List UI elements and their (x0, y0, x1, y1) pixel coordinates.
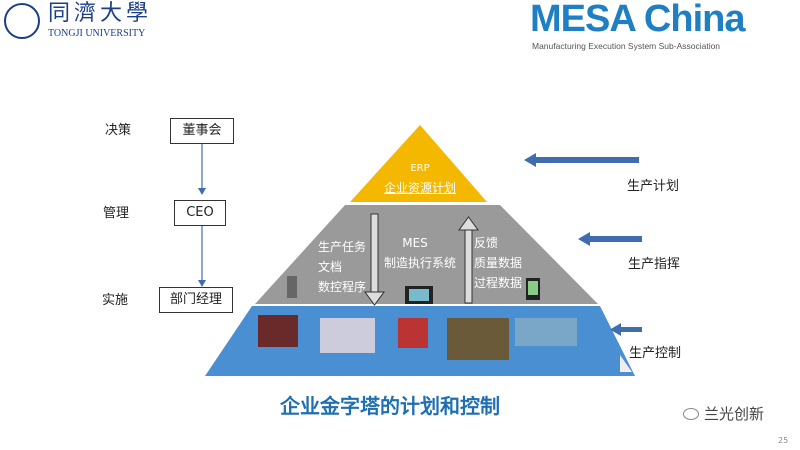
slide-caption: 企业金字塔的计划和控制 (280, 394, 500, 418)
downstream-item-3: 数控程序 (318, 280, 367, 294)
right-label-planning: 生产计划 (627, 179, 680, 194)
down-arrow (364, 213, 385, 306)
arrow-left-icon (524, 153, 639, 167)
arrow-left-icon (610, 323, 642, 336)
page-number: 25 (778, 436, 789, 445)
mesa-logo-subtitle: Manufacturing Execution System Sub-Assoc… (532, 41, 721, 51)
erp-title: ERP (410, 163, 430, 174)
tongji-name-cn: 同濟大學 (48, 1, 153, 26)
mes-title: MES (402, 236, 428, 250)
watermark-text: 兰光创新 (704, 405, 765, 423)
ceo-box: CEO (174, 200, 226, 226)
board-box: 董事会 (170, 118, 234, 144)
level-label-execution: 实施 (102, 293, 129, 308)
tongji-name-en: TONGJI UNIVERSITY (48, 28, 146, 39)
downstream-item-2: 文档 (318, 260, 343, 274)
mes-description: 制造执行系统 (383, 256, 456, 270)
wechat-icon (683, 408, 699, 420)
dept-manager-box: 部门经理 (159, 287, 233, 313)
upstream-item-3: 过程数据 (474, 276, 523, 290)
right-label-control: 生产控制 (629, 346, 682, 361)
sensor-icon (287, 276, 297, 298)
downstream-item-1: 生产任务 (318, 240, 367, 254)
right-label-command: 生产指挥 (628, 257, 681, 272)
tongji-logo (4, 3, 40, 39)
pyramid-erp-layer (350, 125, 487, 202)
pyramid-mes-layer (255, 205, 598, 304)
level-label-management: 管理 (103, 206, 130, 221)
factory-equipment-images (258, 315, 577, 360)
arrow-left-icon (578, 232, 642, 246)
upstream-item-2: 质量数据 (474, 256, 523, 270)
base-corner-fold (620, 355, 632, 372)
level-label-decision: 决策 (105, 123, 132, 138)
erp-description: 企业资源计划 (383, 181, 456, 195)
mesa-logo-title: MESA China (530, 0, 745, 40)
upstream-item-1: 反馈 (474, 236, 499, 250)
up-arrow (458, 216, 479, 304)
